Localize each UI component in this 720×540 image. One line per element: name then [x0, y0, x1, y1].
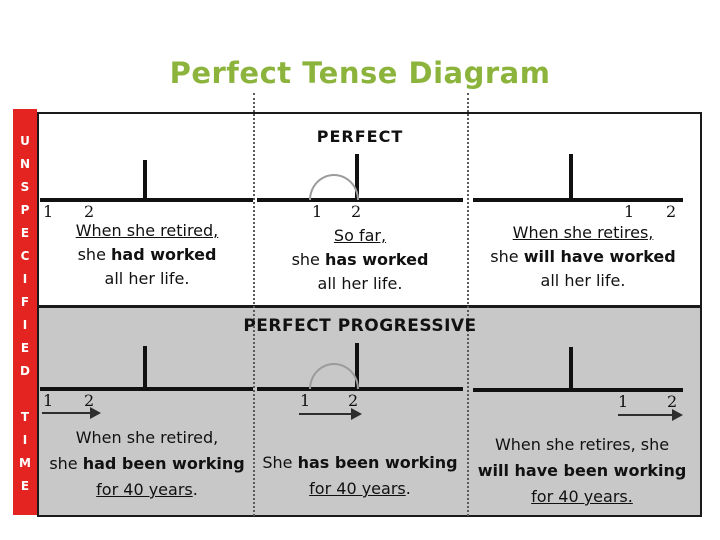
event-tick	[569, 347, 573, 392]
subject-text: she	[291, 250, 325, 269]
event-tick	[143, 160, 147, 202]
time-clause: When she retired,	[75, 221, 219, 240]
duration-text: for 40 years	[309, 479, 406, 498]
subject-text: she	[49, 454, 83, 473]
timeline-label-1: 1	[624, 202, 635, 221]
timeline-line	[473, 388, 683, 392]
timeline-label-2: 2	[348, 391, 359, 410]
sentence-past-perfect-progressive: When she retired, she had been working f…	[34, 425, 260, 503]
duration-arrow	[618, 414, 674, 416]
verb-phrase: will have worked	[523, 247, 676, 266]
period: .	[405, 479, 411, 498]
verb-phrase: has worked	[324, 250, 429, 269]
arrow-head-icon	[351, 408, 362, 420]
timeline-label-2: 2	[84, 391, 95, 410]
duration-text: for 40 years.	[531, 487, 633, 506]
sentence-present-perfect-progressive: She has been working for 40 years.	[253, 450, 467, 502]
timeline-label-1: 1	[312, 202, 323, 221]
verb-phrase: had worked	[111, 245, 217, 264]
event-tick	[355, 343, 359, 389]
time-clause: When she retires, she	[494, 435, 670, 454]
timeline-label-2: 2	[84, 202, 95, 221]
timeline-label-1: 1	[43, 391, 54, 410]
sentence-past-perfect: When she retired, she had worked all her…	[38, 219, 256, 291]
time-clause: So far,	[333, 226, 387, 245]
timeline-label-1: 1	[43, 202, 54, 221]
timeline-label-2: 2	[351, 202, 362, 221]
subject-text: she	[77, 245, 111, 264]
verb-phrase: had been working	[82, 454, 245, 473]
event-tick	[569, 154, 573, 200]
subject-text: She	[262, 453, 298, 472]
diagram-frame	[37, 112, 702, 517]
subject-text: she	[490, 247, 524, 266]
time-clause: When she retired,	[75, 428, 219, 447]
period: .	[192, 480, 198, 499]
unspecified-time-bar: UNSPECIFIED TIME	[13, 109, 37, 515]
column-divider-left	[253, 93, 255, 516]
arrow-head-icon	[672, 409, 683, 421]
object-text: all her life.	[540, 271, 626, 290]
timeline-line	[257, 198, 463, 202]
timeline-line	[473, 198, 683, 202]
timeline-label-2: 2	[667, 392, 678, 411]
sentence-future-perfect-progressive: When she retires, she will have been wor…	[462, 432, 702, 510]
timeline-line	[257, 387, 463, 391]
perfect-progressive-section-bg	[39, 305, 700, 515]
perfect-progressive-section-header: PERFECT PROGRESSIVE	[243, 316, 477, 336]
perfect-section-header: PERFECT	[316, 127, 404, 146]
verb-phrase: will have been working	[477, 461, 687, 480]
timeline-label-1: 1	[300, 391, 311, 410]
duration-arrow	[42, 412, 92, 414]
event-tick	[143, 346, 147, 390]
timeline-label-1: 1	[618, 392, 629, 411]
verb-phrase: has been working	[297, 453, 458, 472]
sentence-future-perfect: When she retires, she will have worked a…	[466, 221, 700, 293]
arrow-head-icon	[90, 407, 101, 419]
column-divider-right	[467, 93, 469, 516]
object-text: all her life.	[317, 274, 403, 293]
time-clause: When she retires,	[512, 223, 654, 242]
event-tick	[355, 154, 359, 200]
page-title: Perfect Tense Diagram	[169, 56, 551, 90]
period: .	[627, 487, 633, 506]
timeline-label-2: 2	[666, 202, 677, 221]
unspecified-time-label: UNSPECIFIED TIME	[18, 134, 32, 502]
object-text: all her life.	[104, 269, 190, 288]
duration-text: for 40 years	[96, 480, 193, 499]
sentence-present-perfect: So far, she has worked all her life.	[255, 224, 465, 296]
duration-arrow	[299, 413, 353, 415]
